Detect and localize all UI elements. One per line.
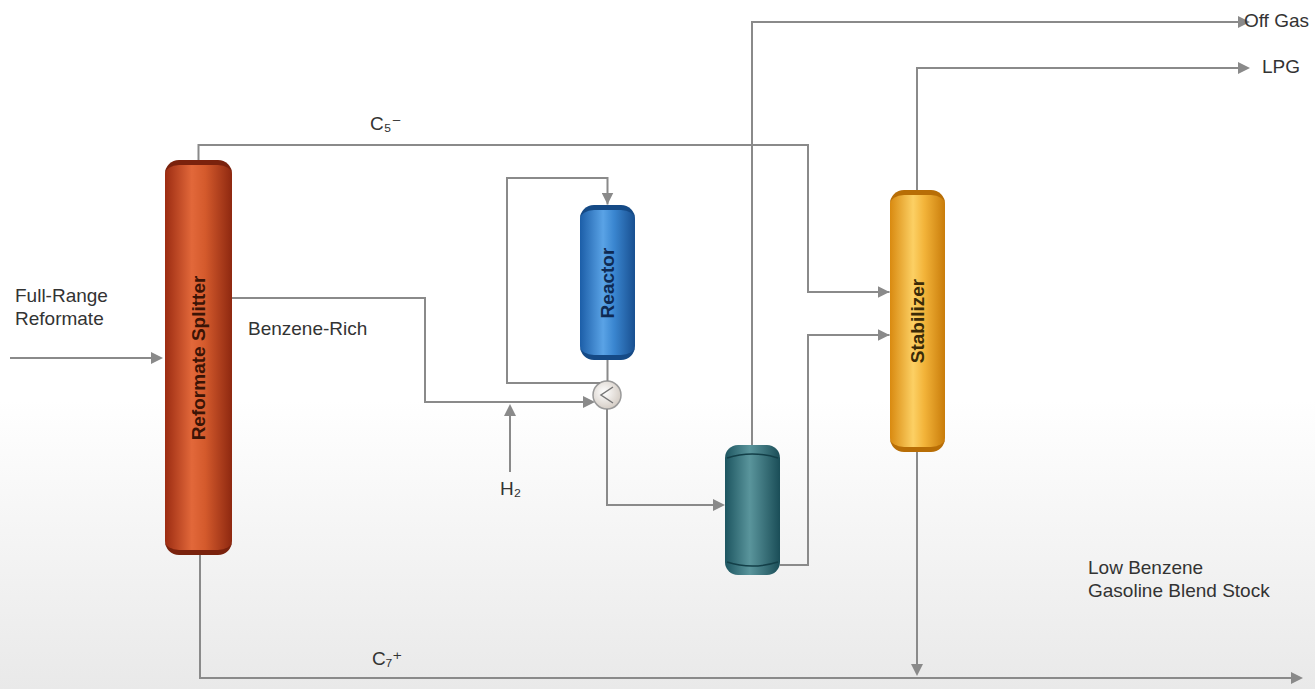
arrowhead <box>151 352 163 364</box>
arrowhead <box>1238 62 1250 74</box>
reactor-vessel: Reactor <box>580 205 635 360</box>
heat-exchanger-symbol <box>601 387 613 403</box>
product-label: Low Benzene Gasoline Blend Stock <box>1088 557 1278 603</box>
stream-label: H₂ <box>500 478 521 501</box>
stabilizer-bottoms-line <box>916 452 918 664</box>
drum-seam <box>727 454 778 458</box>
process-stream <box>232 178 608 402</box>
vessel-label: Stabilizer <box>907 279 929 363</box>
stream-label: Benzene-Rich <box>248 318 367 341</box>
feed-line <box>10 357 151 359</box>
process-stream <box>607 335 890 565</box>
stream-label: LPG <box>1262 56 1300 79</box>
arrowhead <box>504 404 516 416</box>
feed-label: Full-Range Reformate <box>15 285 140 331</box>
arrowhead <box>1291 672 1303 684</box>
arrowhead <box>713 499 725 511</box>
stream-label: C₇⁺ <box>372 648 402 671</box>
heat-exchanger <box>593 381 621 409</box>
drum-seam <box>727 562 778 566</box>
stabilizer-column: Stabilizer <box>890 190 945 452</box>
process-stream <box>199 145 890 292</box>
vessel-label: Reactor <box>597 247 619 318</box>
splitter-column: Reformate Splitter <box>165 160 232 555</box>
lpg-line <box>917 68 1238 190</box>
stream-label: Off Gas <box>1244 10 1309 33</box>
stream-label: C₅⁻ <box>370 113 401 136</box>
off-gas-line <box>752 22 1238 445</box>
separator-drum <box>725 445 780 575</box>
arrowhead <box>911 664 923 676</box>
hydrogen-line <box>509 416 511 472</box>
vessel-label: Reformate Splitter <box>188 275 210 440</box>
